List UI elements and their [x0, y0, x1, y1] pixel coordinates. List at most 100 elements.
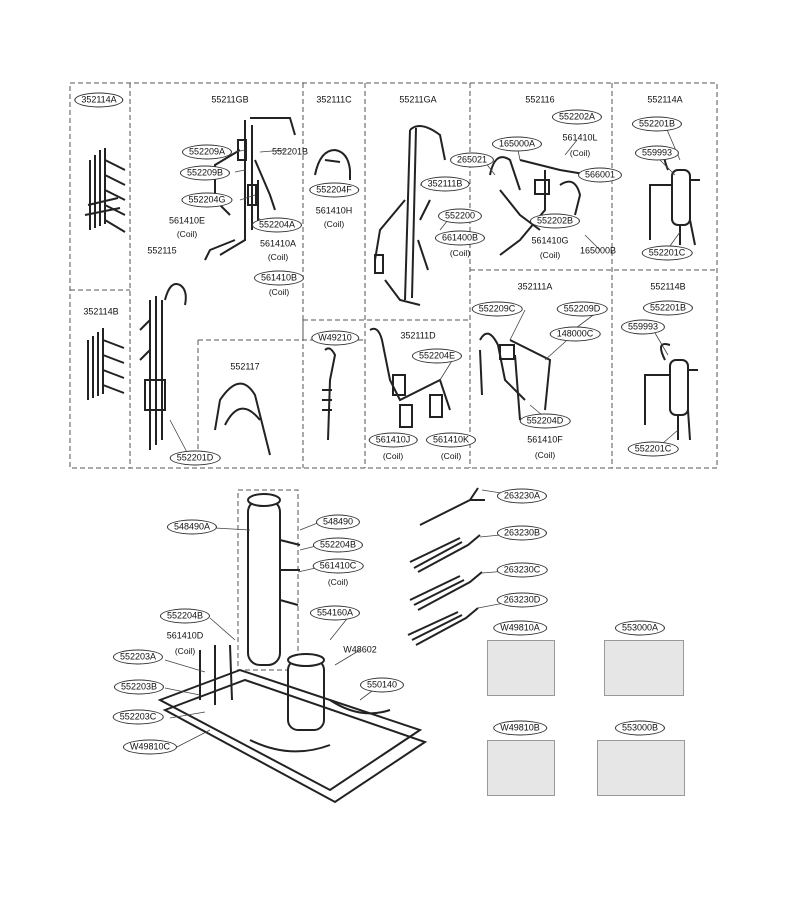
label-552203C: 552203C: [112, 709, 164, 725]
part-552204F-drawing: [314, 148, 351, 180]
label-552200: 552200: [437, 208, 483, 224]
label-552209A: 552209A: [181, 144, 233, 160]
label-561410H: 561410H: [315, 205, 353, 216]
label-552203A: 552203A: [112, 649, 164, 665]
label-561410B: 561410B: [253, 270, 305, 286]
label-561410K-coil: (Coil): [440, 451, 462, 461]
label-552117: 552117: [230, 361, 260, 372]
label-561410E: 561410E: [168, 215, 206, 226]
label-552209B: 552209B: [179, 165, 231, 181]
label-559993-top: 559993: [634, 145, 680, 161]
label-561410A: 561410A: [259, 238, 297, 249]
label-352111A: 352111A: [517, 281, 553, 292]
label-566001: 566001: [577, 167, 623, 183]
label-W49810B: W49810B: [493, 720, 547, 736]
label-561410J: 561410J: [368, 432, 418, 448]
label-552201D: 552201D: [169, 450, 221, 466]
label-552201B-top: 552201B: [271, 146, 309, 157]
label-W49810A: W49810A: [493, 620, 547, 636]
label-263230D: 263230D: [496, 592, 548, 608]
label-265021: 265021: [449, 152, 495, 168]
photo-W49810A: [487, 640, 555, 696]
label-553000A: 553000A: [614, 620, 666, 636]
part-352111D-drawing: [369, 327, 451, 428]
label-552201C-bottom: 552201C: [627, 441, 679, 457]
label-352114A: 352114A: [74, 92, 124, 108]
label-165000B: 165000B: [579, 245, 617, 256]
label-561410H-coil: (Coil): [323, 219, 345, 229]
label-561410C: 561410C: [312, 558, 364, 574]
label-552114B: 552114B: [650, 281, 686, 292]
label-561410F: 561410F: [527, 434, 563, 445]
part-552114B-drawing: [644, 343, 698, 441]
label-263230A: 263230A: [496, 488, 548, 504]
label-561410J-coil: (Coil): [382, 451, 404, 461]
label-552201B-right: 552201B: [631, 116, 683, 132]
label-552204B-2: 552204B: [159, 608, 211, 624]
label-548490A: 548490A: [166, 519, 218, 535]
lower-assembly-drawing: [157, 493, 428, 804]
label-W48602: W48602: [343, 644, 377, 655]
label-55211GB: 55211GB: [211, 94, 249, 105]
part-352111A-drawing: [479, 332, 552, 421]
part-552114A-drawing: [649, 153, 700, 246]
label-55211GA: 55211GA: [399, 94, 437, 105]
label-561410A-coil: (Coil): [267, 252, 289, 262]
label-552201C-top: 552201C: [641, 245, 693, 261]
label-553000B: 553000B: [614, 720, 666, 736]
label-352111B: 352111B: [420, 176, 470, 192]
label-552204A: 552204A: [251, 217, 303, 233]
part-55211GB-drawing: [204, 117, 296, 261]
photo-553000A: [604, 640, 684, 696]
label-561410B-coil: (Coil): [268, 287, 290, 297]
label-561410K: 561410K: [425, 432, 477, 448]
label-561410E-coil: (Coil): [176, 229, 198, 239]
label-148000C: 148000C: [549, 326, 601, 342]
part-552115-drawing: [139, 283, 187, 450]
photo-553000B: [597, 740, 685, 796]
label-561410F-coil: (Coil): [534, 450, 556, 460]
part-552117-drawing: [214, 382, 271, 456]
label-552204E: 552204E: [411, 348, 463, 364]
label-352114B: 352114B: [83, 306, 119, 317]
label-561410L: 561410L: [562, 132, 598, 143]
harness-drawings: [407, 487, 485, 646]
part-352114B-drawing: [87, 328, 125, 400]
label-263230C: 263230C: [496, 562, 548, 578]
photo-W49810B: [487, 740, 555, 796]
label-352111C: 352111C: [316, 94, 352, 105]
label-561410C-coil: (Coil): [327, 577, 349, 587]
label-552202A: 552202A: [551, 109, 603, 125]
label-548490: 548490: [315, 514, 361, 530]
label-552204F: 552204F: [309, 182, 359, 198]
label-552204G: 552204G: [181, 192, 233, 208]
part-352114A-drawing: [84, 148, 126, 233]
label-165000A: 165000A: [491, 136, 543, 152]
label-552204B: 552204B: [312, 537, 364, 553]
label-559993-bottom: 559993: [620, 319, 666, 335]
label-552202B: 552202B: [529, 213, 581, 229]
label-561410D: 561410D: [166, 630, 204, 641]
label-561410G: 561410G: [531, 235, 569, 246]
label-552204D: 552204D: [519, 413, 571, 429]
leader-lines: [164, 124, 681, 749]
label-552116: 552116: [525, 94, 555, 105]
label-561410L-coil: (Coil): [569, 148, 591, 158]
label-352111D: 352111D: [400, 330, 436, 341]
label-W49810C: W49810C: [122, 739, 178, 755]
label-661400B-coil: (Coil): [449, 248, 471, 258]
label-W49210: W49210: [311, 330, 359, 346]
label-554160A: 554160A: [309, 605, 361, 621]
label-561410G-coil: (Coil): [539, 250, 561, 260]
label-561410D-coil: (Coil): [174, 646, 196, 656]
label-550140: 550140: [359, 677, 405, 693]
label-552114A: 552114A: [647, 94, 683, 105]
label-552115: 552115: [147, 245, 177, 256]
part-W49210-drawing: [322, 347, 337, 441]
dashed-frames: [69, 82, 718, 671]
label-263230B: 263230B: [496, 525, 548, 541]
label-552209C: 552209C: [471, 301, 523, 317]
label-661400B: 661400B: [434, 230, 486, 246]
